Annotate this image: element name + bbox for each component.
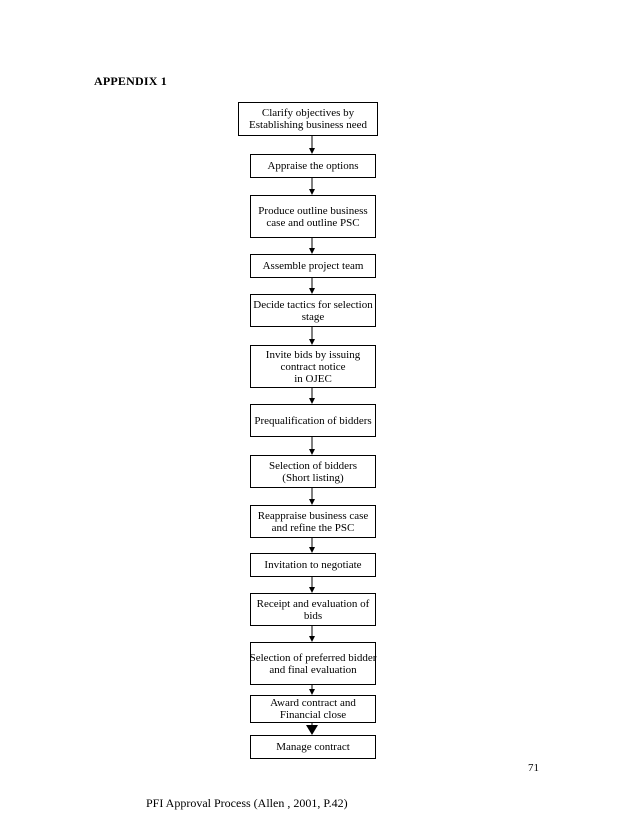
flow-step-text: case and outline PSC — [266, 216, 360, 229]
figure-caption: PFI Approval Process (Allen , 2001, P.42… — [146, 796, 348, 810]
flow-step-text: stage — [301, 310, 325, 323]
flow-step-10: Invitation to negotiate — [250, 553, 376, 577]
flow-step-text: Decide tactics for selection — [253, 298, 373, 311]
flow-step-14: Manage contract — [250, 735, 376, 759]
flow-step-7: Prequalification of bidders — [250, 404, 376, 437]
arrowhead — [309, 449, 315, 455]
flow-step-text: in OJEC — [294, 372, 332, 385]
page-number: 71 — [528, 762, 539, 774]
arrowhead — [309, 148, 315, 154]
flow-step-2: Appraise the options — [250, 154, 376, 178]
flow-step-text: Financial close — [279, 709, 347, 721]
arrowhead — [309, 499, 315, 505]
flow-step-text: Selection of bidders — [269, 459, 357, 472]
arrowhead — [309, 547, 315, 553]
flow-step-text: and refine the PSC — [271, 521, 355, 534]
arrowhead — [309, 339, 315, 345]
flow-step-text: Assemble project team — [262, 260, 364, 272]
flow-step-text: Reappraise business case — [257, 509, 369, 522]
arrowhead — [309, 288, 315, 294]
arrowhead — [309, 248, 315, 254]
arrowhead — [309, 398, 315, 404]
flow-step-text: Establishing business need — [249, 119, 367, 131]
flow-step-text: Invite bids by issuing — [265, 348, 361, 361]
flow-step-text: bids — [303, 609, 323, 622]
arrowhead — [309, 689, 315, 695]
flow-step-text: Receipt and evaluation of — [256, 597, 370, 610]
flow-step-text: Produce outline business — [258, 204, 368, 217]
flow-step-text: Clarify objectives by — [261, 107, 355, 119]
flow-step-text: and final evaluation — [269, 663, 357, 676]
flow-step-text: contract notice — [280, 360, 346, 373]
arrowhead — [306, 725, 318, 735]
flow-step-4: Assemble project team — [250, 254, 376, 278]
flow-step-text: Prequalification of bidders — [254, 414, 372, 427]
arrowhead — [309, 636, 315, 642]
flow-step-text: Appraise the options — [267, 160, 359, 172]
flow-step-8: Selection of bidders(Short listing) — [250, 455, 376, 488]
flow-step-text: Invitation to negotiate — [264, 559, 362, 571]
flow-step-text: Manage contract — [276, 741, 350, 753]
arrowhead — [309, 587, 315, 593]
flow-step-text: Award contract and — [270, 697, 356, 709]
arrowhead — [309, 189, 315, 195]
flow-step-text: Selection of preferred bidder — [249, 651, 377, 664]
flow-step-text: (Short listing) — [282, 471, 344, 484]
appendix-heading: APPENDIX 1 — [94, 74, 167, 88]
